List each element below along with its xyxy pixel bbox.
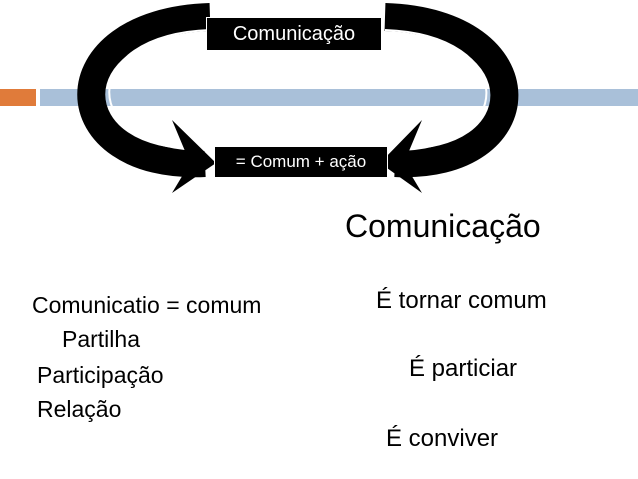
left-text-line: Participação <box>37 362 164 388</box>
top-label-box: Comunicação <box>206 17 382 51</box>
definition-item: É tornar comum <box>376 287 547 314</box>
right-heading: Comunicação <box>345 208 541 244</box>
cycle-loop-path <box>77 3 519 178</box>
top-label-text: Comunicação <box>232 23 356 45</box>
left-text-line: Comunicatio = comum <box>32 292 262 318</box>
definition-item: É conviver <box>386 425 499 452</box>
accent-band-orange <box>0 89 36 106</box>
definition-item: É particiar <box>409 355 518 382</box>
left-text-line: Relação <box>37 396 122 422</box>
accent-band-blue <box>40 89 638 106</box>
bottom-label-text: = Comum + ação <box>235 152 367 171</box>
bottom-label-box: = Comum + ação <box>214 146 388 178</box>
cycle-loop-inner-edge <box>108 29 488 151</box>
left-arrowhead-icon <box>172 120 216 193</box>
right-arrowhead-icon <box>380 120 422 193</box>
left-text-line: Partilha <box>62 326 140 352</box>
